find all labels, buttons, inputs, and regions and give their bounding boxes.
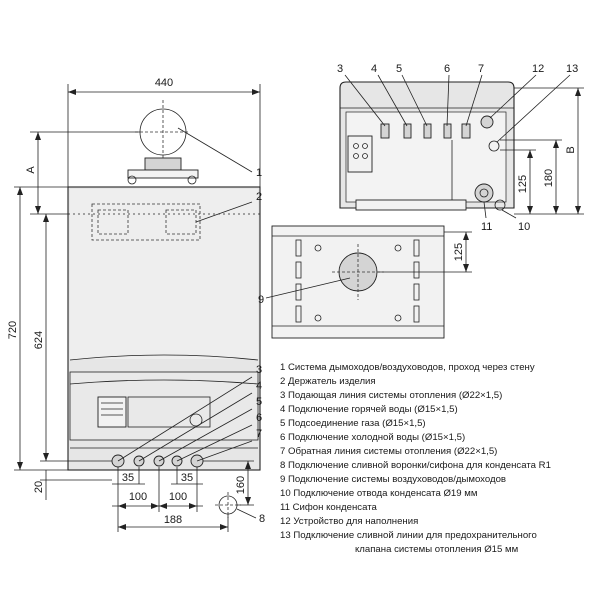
control-display <box>97 396 127 428</box>
dim-offset-35-left: 35 <box>122 472 134 484</box>
callout-bracket-9: 9 <box>258 294 264 306</box>
callout-front-7: 7 <box>256 428 262 440</box>
legend-item-10: 10 Подключение отвода конденсата Ø19 мм <box>280 488 477 499</box>
plate-dimensions: 125 9 <box>258 231 472 306</box>
legend-item-7: 7 Обратная линия системы отопления (Ø22×… <box>280 446 497 457</box>
mounting-plate-view <box>271 225 445 339</box>
callout-front-6: 6 <box>256 412 262 424</box>
control-knob <box>189 413 203 427</box>
flue-collar <box>144 157 182 171</box>
dim-top-180: 180 <box>543 169 555 187</box>
legend-item-11: 11 Сифон конденсата <box>280 502 377 513</box>
dim-top-125: 125 <box>517 175 529 193</box>
condensate-outlet-10 <box>494 199 506 211</box>
condensate-trap-11 <box>474 183 494 203</box>
legend-item-12: 12 Устройство для наполнения <box>280 516 418 527</box>
top-callouts: 3 4 5 6 7 12 13 11 10 <box>337 63 578 233</box>
front-callouts: 1 2 3 4 5 6 7 8 <box>117 127 265 525</box>
callout-top-10: 10 <box>518 221 530 233</box>
dim-offset-20: 20 <box>33 481 45 493</box>
legend-item-3: 3 Подающая линия системы отопления (Ø22×… <box>280 390 502 401</box>
callout-top-6: 6 <box>444 63 450 75</box>
dim-bracket-125: 125 <box>453 243 465 261</box>
callout-front-4: 4 <box>256 380 262 392</box>
dim-offset-188: 188 <box>164 514 182 526</box>
relief-drain-13 <box>488 140 500 152</box>
legend: 1 Система дымоходов/воздуховодов, проход… <box>280 362 551 555</box>
callout-front-2: 2 <box>256 191 262 203</box>
dim-depth-160: 160 <box>235 476 247 494</box>
dim-height-624: 624 <box>33 331 45 349</box>
legend-item-8: 8 Подключение сливной воронки/сифона для… <box>280 460 551 471</box>
legend-item-13: 13 Подключение сливной линии для предохр… <box>280 530 537 541</box>
callout-front-1: 1 <box>256 167 262 179</box>
dim-label-b: B <box>565 146 577 153</box>
dim-label-a: A <box>25 166 37 174</box>
callout-top-3: 3 <box>337 63 343 75</box>
legend-item-4: 4 Подключение горячей воды (Ø15×1,5) <box>280 404 458 415</box>
callout-front-8: 8 <box>259 513 265 525</box>
filling-device-12 <box>480 115 494 129</box>
callout-top-13: 13 <box>566 63 578 75</box>
callout-top-12: 12 <box>532 63 544 75</box>
callout-top-5: 5 <box>396 63 402 75</box>
top-terminal-box <box>347 135 373 173</box>
callout-top-4: 4 <box>371 63 377 75</box>
dim-spacing-100-right: 100 <box>169 491 187 503</box>
legend-item-13-cont: клапана системы отопления Ø15 мм <box>355 544 518 555</box>
dim-width-440: 440 <box>155 77 173 89</box>
legend-item-9: 9 Подключение системы воздуховодов/дымох… <box>280 474 506 485</box>
dim-offset-35-right: 35 <box>181 472 193 484</box>
top-view <box>339 81 515 211</box>
legend-item-6: 6 Подключение холодной воды (Ø15×1,5) <box>280 432 465 443</box>
legend-item-1: 1 Система дымоходов/воздуховодов, проход… <box>280 362 535 373</box>
top-dimensions: B 180 125 <box>500 87 584 215</box>
front-view <box>67 100 261 518</box>
callout-top-7: 7 <box>478 63 484 75</box>
callout-front-5: 5 <box>256 396 262 408</box>
front-cover-curve <box>69 354 259 361</box>
dim-height-720: 720 <box>7 321 19 339</box>
legend-item-2: 2 Держатель изделия <box>280 376 376 387</box>
dim-spacing-100-left: 100 <box>129 491 147 503</box>
callout-front-3: 3 <box>256 364 262 376</box>
legend-item-5: 5 Подсоединение газа (Ø15×1,5) <box>280 418 426 429</box>
mounting-bracket <box>91 203 201 241</box>
front-dimensions: 440 A 720 624 20 35 35 <box>7 77 261 532</box>
callout-top-11: 11 <box>481 221 492 233</box>
